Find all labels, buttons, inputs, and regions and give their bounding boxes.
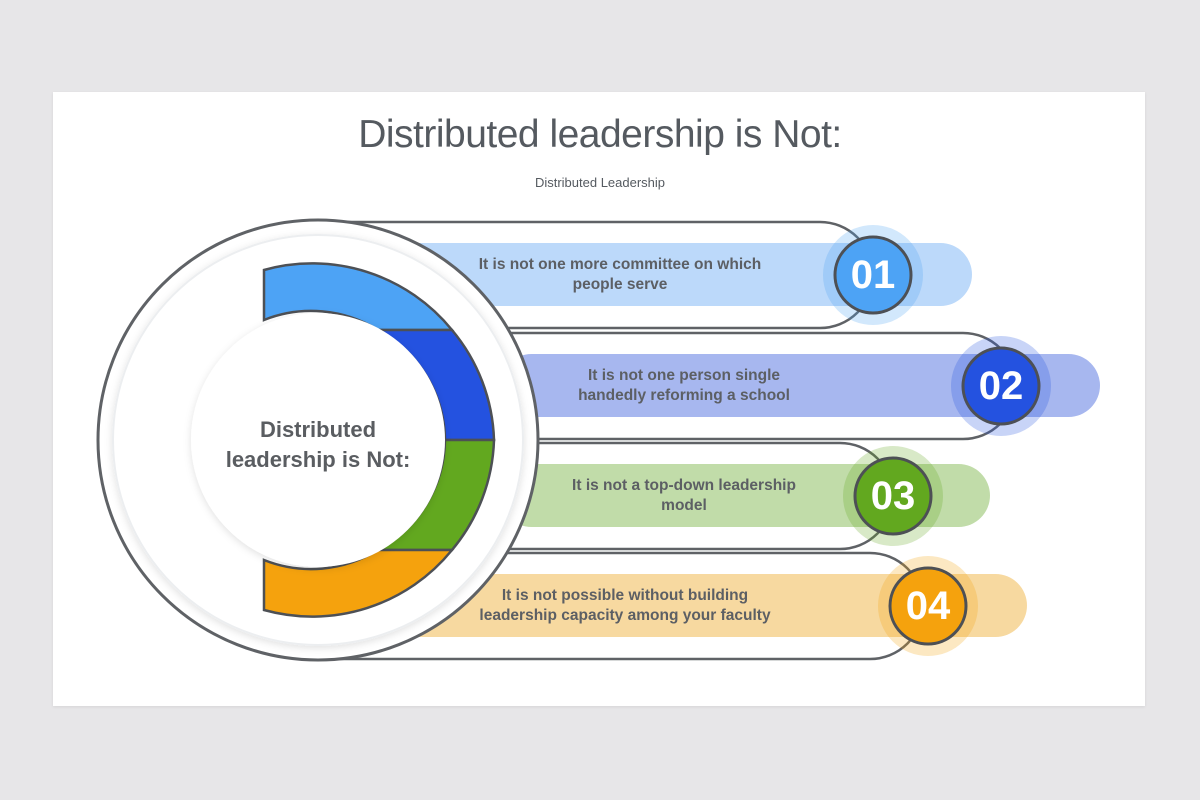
badge-circle-1 — [833, 235, 913, 315]
item-text-2: It is not one person single handedly ref… — [578, 367, 790, 404]
item-band-1 — [385, 243, 972, 306]
badge-circle-3 — [853, 456, 933, 536]
item-number-2: 02 — [978, 364, 1024, 408]
item-text-1: It is not one more committee on which pe… — [478, 256, 762, 293]
badge-circle-2 — [961, 346, 1041, 426]
center-disk — [191, 313, 445, 567]
slide-subtitle: Distributed Leadership — [534, 175, 666, 190]
badge-circle-4 — [888, 566, 968, 646]
item-text-3: It is not a top-down leadership model — [572, 477, 796, 514]
item-number-4: 04 — [905, 584, 951, 628]
item-number-3: 03 — [870, 474, 916, 518]
ring-segment-4 — [262, 548, 455, 618]
item-number-1: 01 — [850, 253, 896, 297]
slide-title: Distributed leadership is Not: — [358, 113, 842, 156]
item-text-4: It is not possible without building lead… — [479, 587, 771, 624]
item-band-4 — [380, 574, 1027, 637]
center-label: Distributed leadership is Not: — [225, 417, 411, 472]
item-band-2 — [500, 354, 1100, 417]
number-badges — [823, 225, 1051, 656]
ring-segment-1 — [262, 262, 455, 332]
